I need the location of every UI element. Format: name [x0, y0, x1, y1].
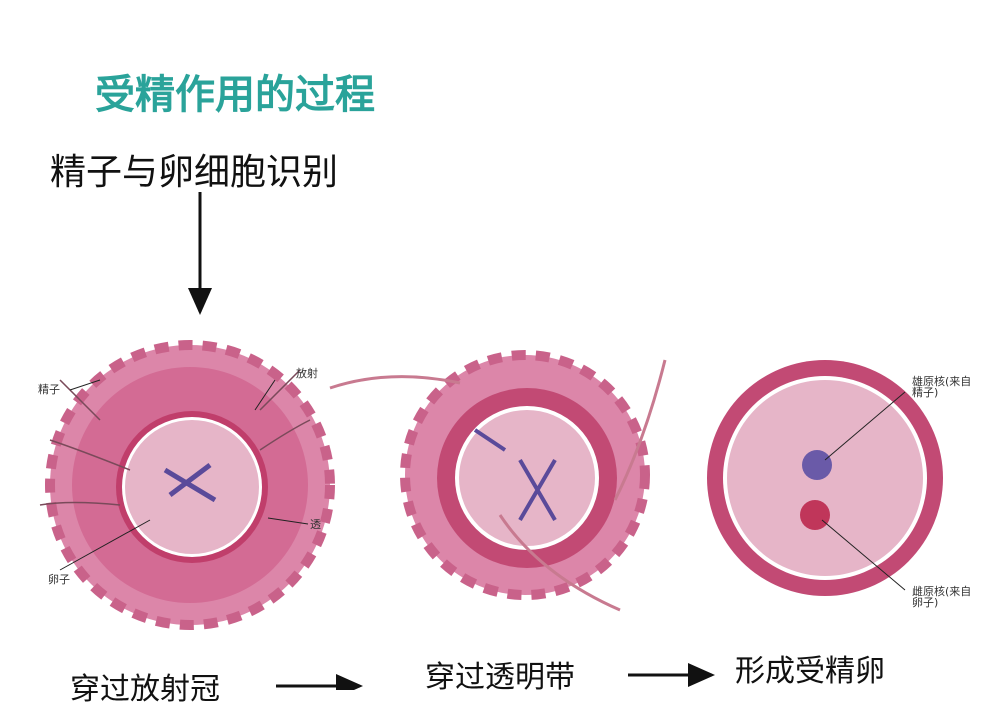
slide-title: 受精作用的过程 — [95, 72, 375, 118]
label-female-pronucleus: 雌原核(来自卵子) — [912, 585, 972, 609]
female-pronucleus — [800, 500, 830, 530]
label-corona: 放射 — [296, 367, 318, 380]
male-pronucleus — [802, 450, 832, 480]
step-zygote: 形成受精卵 — [735, 654, 885, 689]
recognition-heading: 精子与卵细胞识别 — [50, 152, 339, 193]
label-zona: 透 — [310, 518, 321, 531]
fertilization-illustration — [39, 192, 943, 690]
sperm-penetrating-zona — [329, 350, 667, 612]
step-zona: 穿过透明带 — [425, 660, 575, 695]
zygote — [707, 360, 943, 596]
label-male-pronucleus: 雄原核(来自精子) — [912, 375, 972, 399]
label-sperm: 精子 — [38, 383, 60, 396]
step-corona: 穿过放射冠 — [70, 672, 220, 707]
label-egg: 卵子 — [48, 573, 70, 586]
egg-with-corona — [39, 340, 335, 630]
